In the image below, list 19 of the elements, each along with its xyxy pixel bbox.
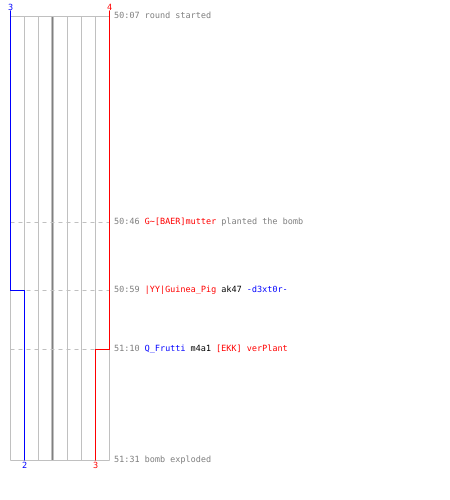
weapon-name: ak47 (221, 285, 242, 295)
player-count: 3 (8, 3, 14, 13)
event-time: 51:31 (114, 455, 140, 465)
player-count: 2 (22, 461, 28, 471)
player-name: [EKK] verPlant (216, 344, 288, 354)
event-text: round started (144, 11, 212, 21)
event-time: 50:46 (114, 217, 140, 227)
event-time: 51:10 (114, 344, 140, 354)
player-name: |YY|Guinea_Pig (144, 285, 216, 295)
player-name: G~[BAER]mutter (144, 217, 216, 227)
event-text: bomb exploded (144, 455, 212, 465)
player-count: 3 (92, 461, 98, 471)
player-count: 4 (106, 3, 112, 13)
event-time: 50:59 (114, 285, 140, 295)
event-time: 50:07 (114, 11, 140, 21)
player-name: Q_Frutti (144, 344, 186, 354)
weapon-name: m4a1 (190, 344, 212, 354)
player-name: -d3xt0r- (246, 285, 288, 295)
event-text: planted the bomb (221, 217, 304, 227)
